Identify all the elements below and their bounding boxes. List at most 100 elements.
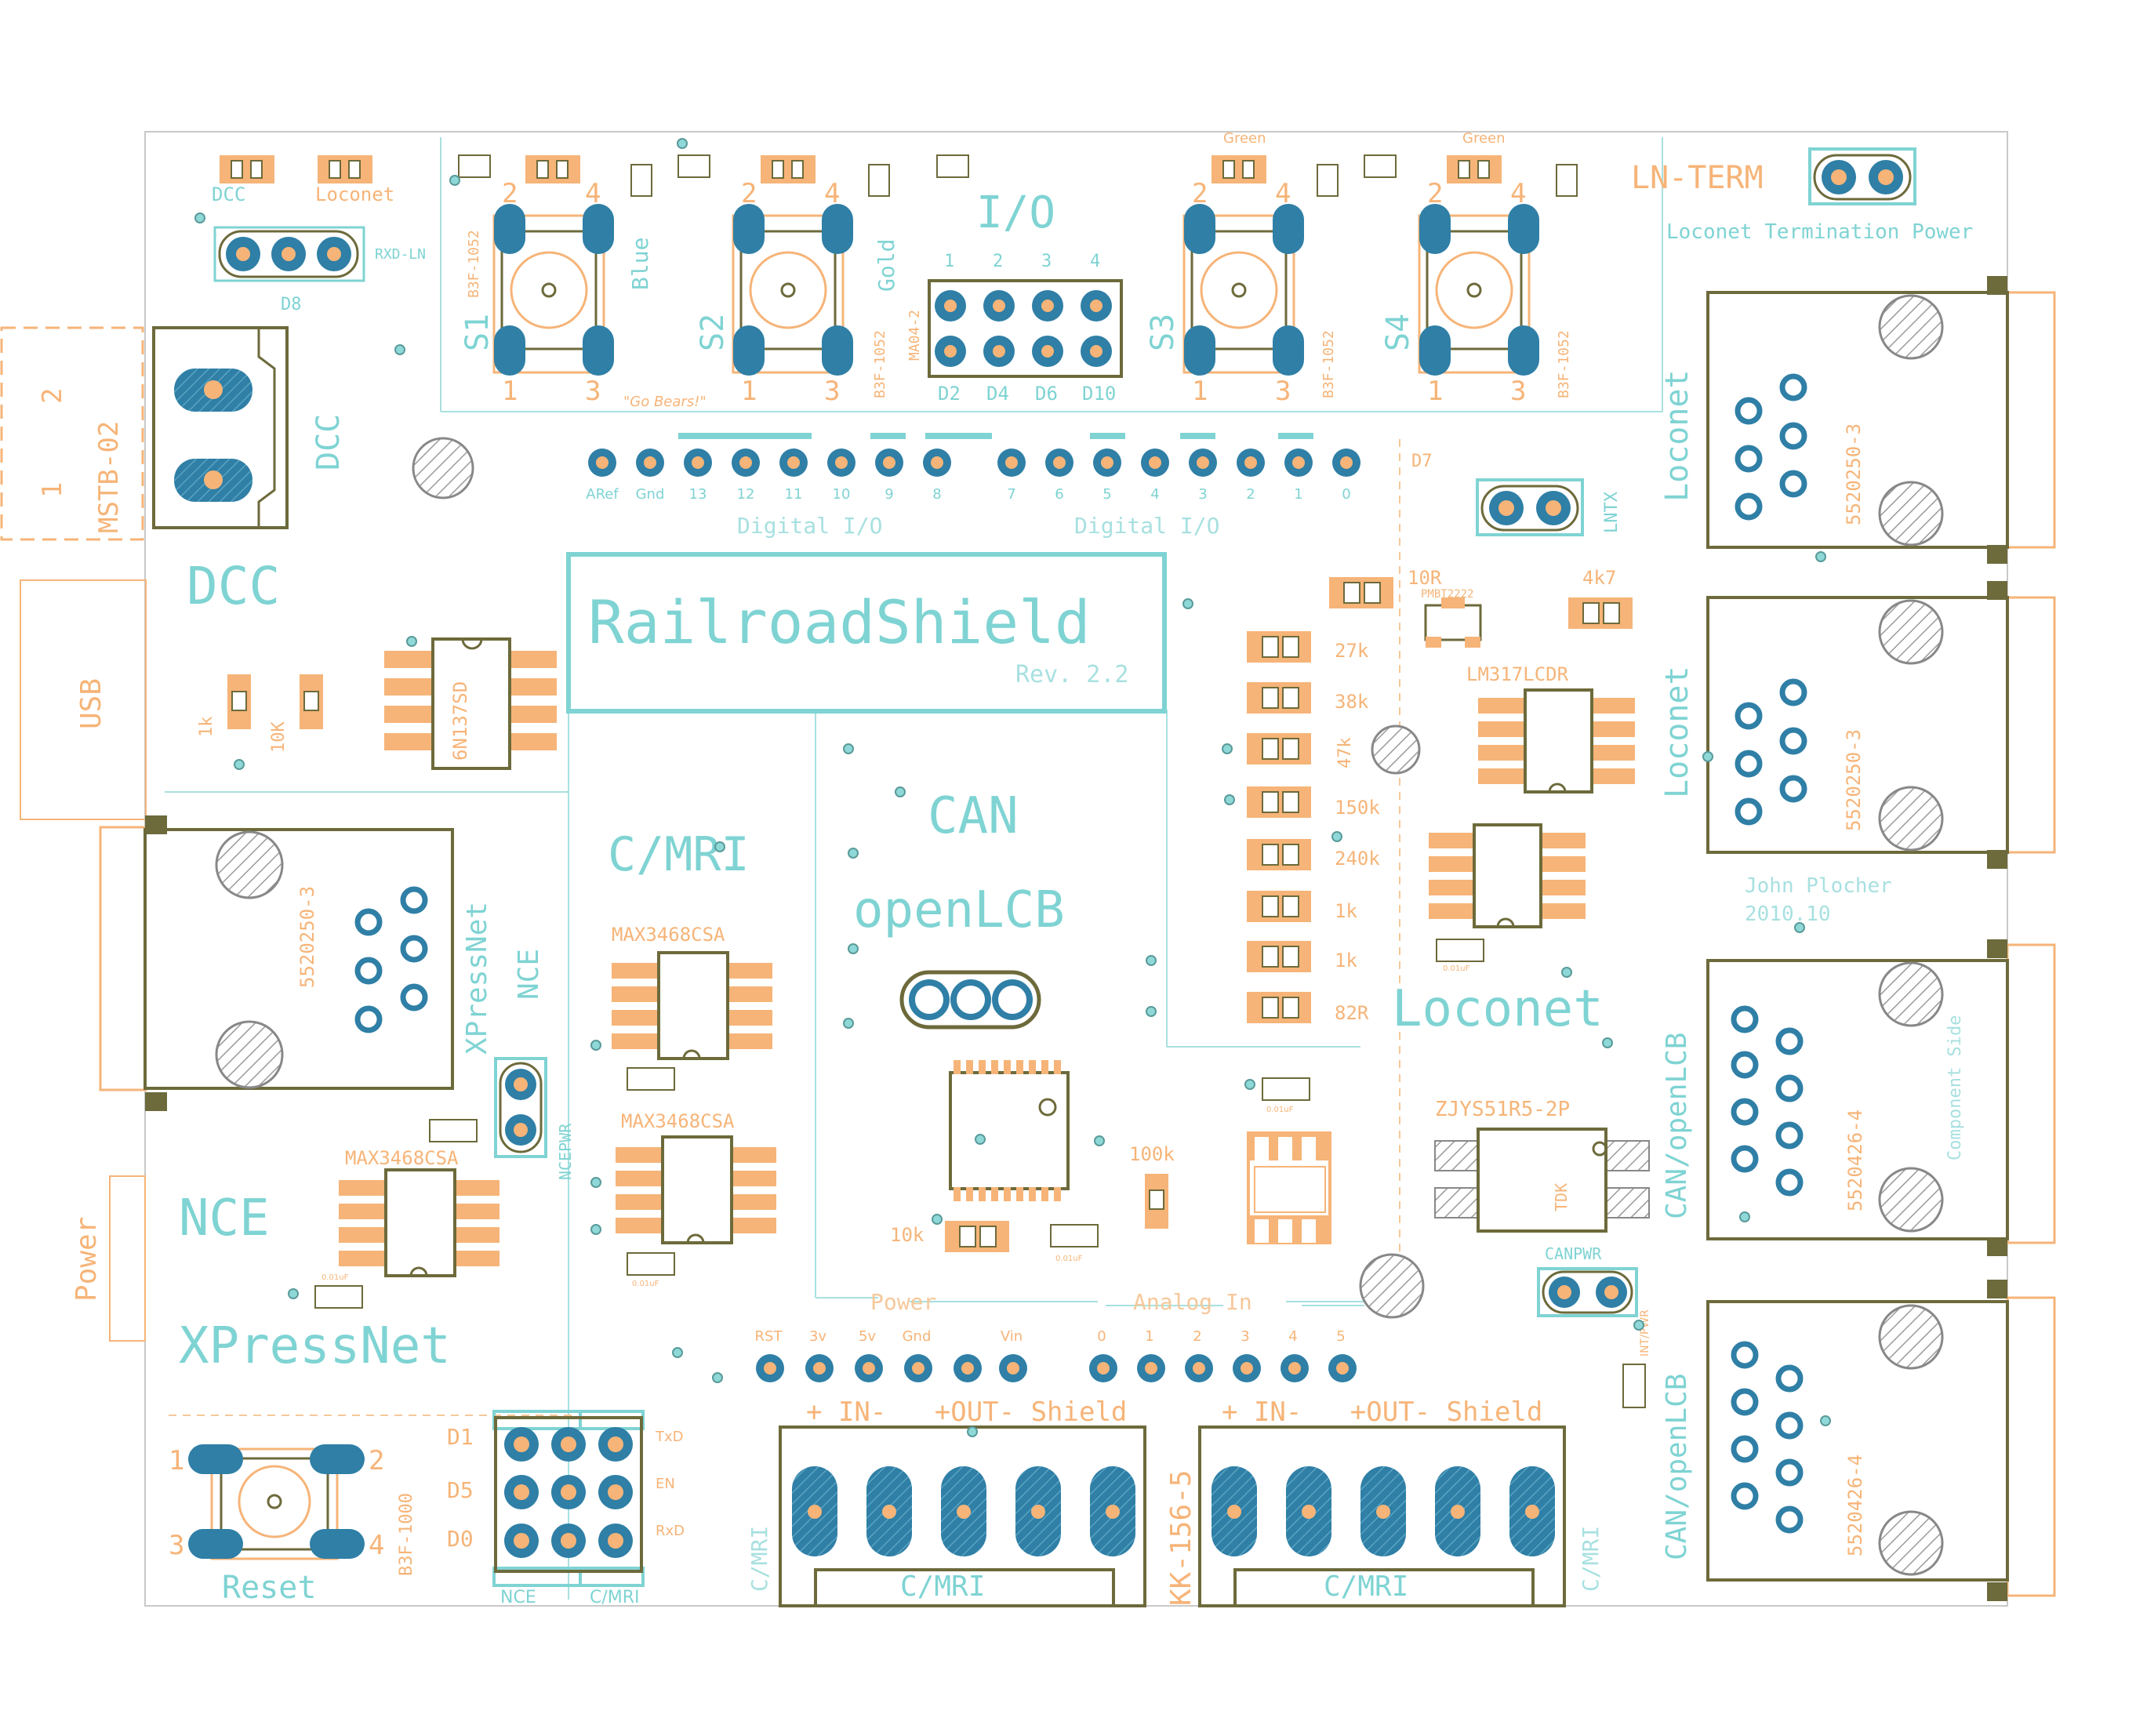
header-3x3[interactable]	[492, 1410, 645, 1587]
io-top-numbers: 1 2 3 4	[944, 252, 1100, 271]
rxd-ln-label: RXD-LN	[375, 246, 426, 263]
svg-text:1: 1	[1145, 1328, 1153, 1345]
tdk-label: TDK	[1552, 1183, 1571, 1211]
switch-s1[interactable]	[492, 204, 614, 376]
ncepwr-jumper[interactable]	[494, 1057, 547, 1158]
rj-jack-can-1[interactable]	[1706, 939, 2056, 1256]
ln-term-label: LN-TERM	[1631, 160, 1764, 196]
resistor-1k	[227, 674, 251, 729]
svg-text:4: 4	[1275, 178, 1291, 209]
switch-pin-numbers: 2 4 1 3 2 4 1 3 2 4 1 3 2 4 1 3	[502, 178, 1526, 407]
svg-text:6: 6	[1055, 486, 1063, 503]
canpwr-jumper[interactable]	[1537, 1267, 1638, 1317]
svg-text:3: 3	[1241, 1328, 1249, 1345]
max2-label: MAX3468CSA	[621, 1110, 735, 1132]
xpressnet-big-label: XPressNet	[179, 1317, 451, 1375]
svg-text:2: 2	[502, 178, 518, 209]
max1-chip	[612, 951, 772, 1060]
r10k-label: 10K	[269, 721, 289, 753]
svg-text:3: 3	[1041, 252, 1052, 271]
svg-text:RxD: RxD	[656, 1523, 685, 1539]
cap-can-label: 0.01uF	[1055, 1255, 1083, 1263]
rj-jack-loconet-1[interactable]	[1706, 276, 2056, 564]
svg-text:11: 11	[785, 486, 803, 503]
io-label: I/O	[976, 187, 1055, 238]
svg-text:1: 1	[944, 252, 954, 271]
cap-max3-label: 0.01uF	[321, 1273, 349, 1282]
terminal-block-left[interactable]	[779, 1425, 1146, 1607]
mounting-holes	[412, 437, 1425, 1319]
svg-text:4: 4	[1150, 486, 1159, 503]
svg-text:0: 0	[1097, 1328, 1106, 1345]
date-label: 2010.10	[1745, 903, 1831, 926]
svg-text:5: 5	[1103, 486, 1111, 503]
svg-text:13: 13	[689, 486, 707, 503]
io-part: MA04-2	[906, 310, 923, 361]
lntx-label: LNTX	[1602, 491, 1622, 533]
svg-text:240k: 240k	[1335, 848, 1380, 870]
cap-loconet	[1436, 939, 1484, 962]
power-pin-labels: RST 3v 5v Gnd Vin	[755, 1328, 1023, 1345]
max3-label: MAX3468CSA	[345, 1147, 459, 1169]
power-side-label: Power	[71, 1217, 103, 1302]
xpressnet-rj-jack[interactable]	[143, 815, 454, 1111]
loconet-driver-chip	[1429, 823, 1586, 928]
opto-label: 6N137SD	[449, 681, 471, 761]
rj-jack-can-2[interactable]	[1706, 1280, 2056, 1601]
svg-text:Gnd: Gnd	[636, 486, 665, 503]
tb-left-pins: + IN- +OUT- Shield	[806, 1396, 1127, 1428]
svg-text:3: 3	[1275, 376, 1291, 407]
terminal-block-right[interactable]	[1198, 1425, 1566, 1607]
svg-text:3: 3	[585, 376, 601, 407]
led-loconet	[318, 155, 372, 183]
svg-text:82R: 82R	[1335, 1002, 1369, 1024]
header-3x3-cmri: C/MRI	[590, 1588, 640, 1607]
resistor-4k7	[1568, 597, 1633, 629]
svg-text:2: 2	[993, 252, 1003, 271]
cap-max2-label: 0.01uF	[632, 1280, 659, 1288]
svg-text:9: 9	[885, 486, 893, 503]
r100k-label: 100k	[1129, 1143, 1175, 1165]
lm317-label: LM317LCDR	[1466, 663, 1569, 685]
switch-s4[interactable]	[1418, 204, 1539, 376]
r10k-can-label: 10k	[890, 1224, 925, 1246]
rj-loconet-2-label: Loconet	[1659, 666, 1695, 798]
switch-s2[interactable]	[732, 204, 853, 376]
cap-max1	[627, 1067, 675, 1091]
ln-term-jumper[interactable]	[1808, 147, 1916, 205]
resistor-10r	[1329, 577, 1393, 608]
rj-loconet-1-part: 5520250-3	[1843, 423, 1865, 525]
max2-chip	[616, 1135, 776, 1244]
cap-transceiver-label: 0.01uF	[1266, 1106, 1294, 1114]
svg-text:2: 2	[741, 178, 757, 209]
go-bears-label: "Go Bears!"	[623, 394, 707, 410]
reset-switch[interactable]	[188, 1444, 365, 1560]
io-bottom-labels: D2 D4 D6 D10	[938, 383, 1116, 405]
d8-header	[213, 226, 365, 282]
lm317-chip	[1478, 688, 1635, 794]
resistor-column-labels: 27k 38k 150k 240k 1k 1k 82R	[1335, 640, 1380, 1024]
svg-text:1: 1	[741, 376, 757, 407]
s3-label: S3	[1145, 314, 1181, 351]
usb-outline	[20, 579, 147, 820]
lntx-jumper[interactable]	[1476, 478, 1584, 536]
d7-label: D7	[1411, 452, 1433, 471]
cap-can	[1050, 1224, 1099, 1248]
led-dcc-label: DCC	[212, 183, 245, 205]
svg-text:1: 1	[1294, 486, 1302, 503]
svg-text:4: 4	[585, 178, 601, 209]
int-pwr-resistor	[1622, 1364, 1646, 1408]
svg-text:2: 2	[369, 1445, 384, 1476]
svg-text:4: 4	[369, 1530, 384, 1561]
svg-text:2: 2	[1246, 486, 1255, 503]
switch-s3[interactable]	[1182, 204, 1304, 376]
svg-text:4: 4	[1090, 252, 1100, 271]
s2-part: B3F-1052	[872, 330, 888, 398]
svg-text:D1: D1	[447, 1424, 474, 1450]
author-label: John Plocher	[1745, 874, 1892, 898]
power-header-label: Power	[870, 1289, 936, 1315]
rj-jack-loconet-2[interactable]	[1706, 581, 2056, 869]
svg-text:D5: D5	[447, 1477, 474, 1503]
svg-text:3: 3	[824, 376, 840, 407]
svg-text:38k: 38k	[1335, 691, 1369, 713]
